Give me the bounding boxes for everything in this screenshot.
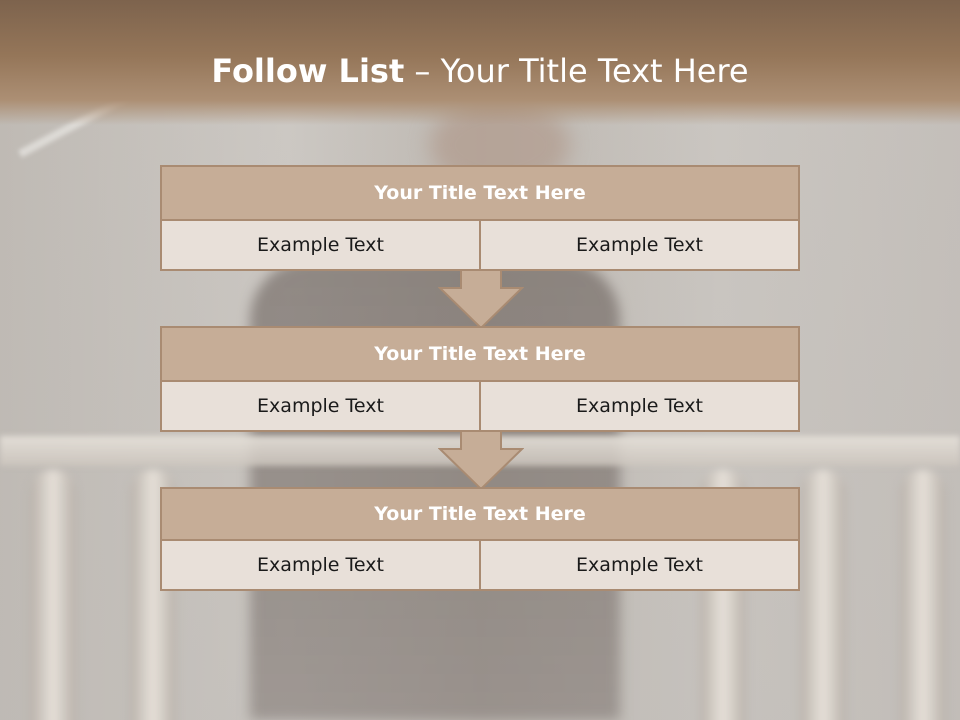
block-heading: Your Title Text Here xyxy=(160,165,800,221)
block-row: Example Text Example Text xyxy=(160,541,800,591)
slide-title-rest: – Your Title Text Here xyxy=(404,52,749,90)
block-row: Example Text Example Text xyxy=(160,221,800,271)
slide-title-bold: Follow List xyxy=(211,52,405,90)
list-block: Your Title Text Here Example Text Exampl… xyxy=(160,326,800,432)
background-baluster xyxy=(900,470,946,720)
list-block: Your Title Text Here Example Text Exampl… xyxy=(160,165,800,271)
block-cell-left: Example Text xyxy=(160,541,481,591)
block-cell-right: Example Text xyxy=(479,541,800,591)
block-heading: Your Title Text Here xyxy=(160,487,800,541)
background-baluster xyxy=(30,470,76,720)
background-baluster xyxy=(800,470,846,720)
list-block: Your Title Text Here Example Text Exampl… xyxy=(160,487,800,591)
block-cell-right: Example Text xyxy=(479,221,800,271)
down-arrow-icon xyxy=(438,431,524,491)
block-cell-left: Example Text xyxy=(160,221,481,271)
header-band xyxy=(0,0,960,125)
block-cell-right: Example Text xyxy=(479,382,800,432)
slide-title: Follow List – Your Title Text Here xyxy=(0,52,960,90)
block-heading: Your Title Text Here xyxy=(160,326,800,382)
block-row: Example Text Example Text xyxy=(160,382,800,432)
down-arrow-icon xyxy=(438,270,524,330)
block-cell-left: Example Text xyxy=(160,382,481,432)
